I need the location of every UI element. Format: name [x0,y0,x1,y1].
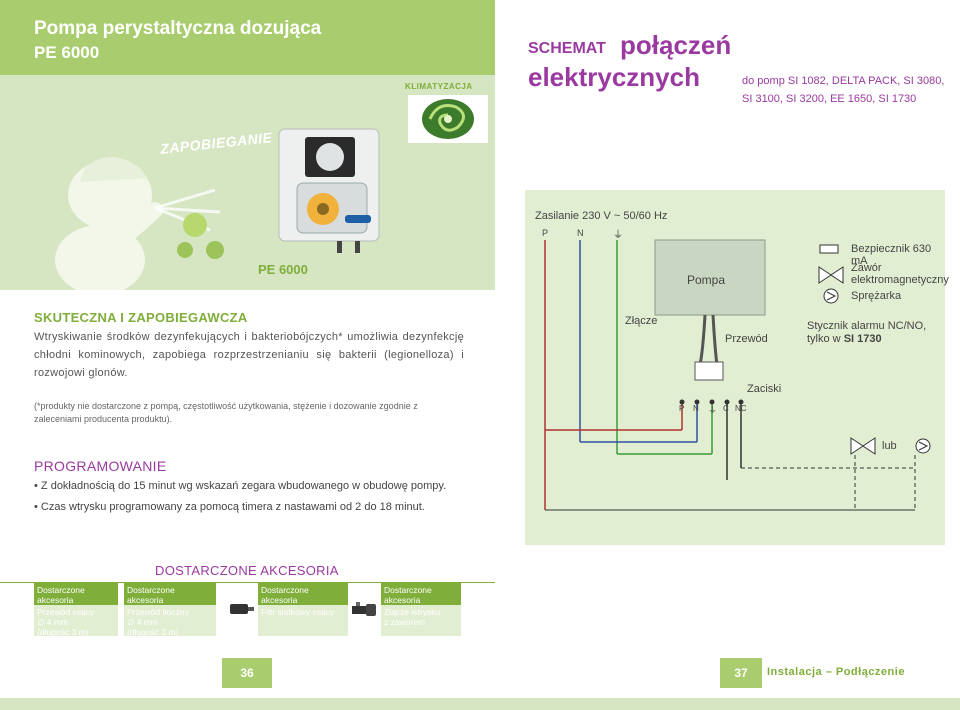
accessory-card: Dostarczone akcesoria Filtr siatkowy ssą… [258,583,348,636]
terminals-label: Zaciski [747,383,782,395]
device-caption: PE 6000 [258,262,308,277]
injector-image [352,602,376,616]
valve-label: Zawór elektromagnetyczny [851,262,949,286]
product-model: PE 6000 [34,43,100,62]
terminal-n: N [577,228,584,238]
supply-label: Zasilanie 230 V ~ 50/60 Hz [535,210,668,222]
programming-title: PROGRAMOWANIE [34,458,167,474]
title-band [0,0,495,75]
footer-section-title: Instalacja – Podłączenie [767,666,905,678]
accessory-head: Dostarczone akcesoria [124,583,216,605]
accessory-head: Dostarczone akcesoria [34,583,118,605]
pump-device-image [278,128,380,253]
accessory-card: Dostarczone akcesoria Przewód tłoczny ∅ … [124,583,216,637]
heading-subtitle: do pomp SI 1082, DELTA PACK, SI 3080, SI… [742,75,945,105]
heading-small: SCHEMAT [528,40,606,57]
swirl-logo-icon [408,95,488,143]
wiring-diagram: Zasilanie 230 V ~ 50/60 Hz P N ⏚ Pompa B… [525,190,949,545]
accessory-head: Dostarczone akcesoria [258,583,348,605]
connector-label: Złącze [625,315,658,327]
term-label-n: N [693,404,699,413]
page-number: 37 [720,658,762,688]
term-label-nc: NC [735,404,747,413]
accessories-title: DOSTARCZONE AKCESORIA [155,563,339,578]
section-title: SKUTECZNA I ZAPOBIEGAWCZA [34,310,248,325]
footnote: (*produkty nie dostarczone z pompą, częs… [34,401,418,424]
category-tag: KLIMATYZACJA [405,82,473,91]
or-label: lub [882,440,897,452]
heading-big: elektrycznych [528,62,700,92]
divider [0,582,495,583]
ground-icon: ⏚ [613,230,623,241]
accessory-card: Dostarczone akcesoria Przewód ssący ∅ 4 … [34,583,118,637]
term-label-p: P [679,404,685,413]
wiring-diagram-drawing [544,239,931,511]
filter-image [230,604,254,614]
bullet-item: • Z dokładnością do 15 minut wg wskazań … [34,480,447,492]
accessory-desc: Przewód ssący ∅ 4 mm (długość 3 m) [37,607,95,637]
alarm-label: Stycznik alarmu NC/NO, tylko w SI 1730 [807,320,927,345]
product-title: Pompa perystaltyczna dozująca [34,18,322,39]
accessory-head: Dostarczone akcesoria [381,583,461,605]
mascot-illustration [55,157,224,290]
pump-label: Pompa [687,273,726,287]
bullet-item: • Czas wtrysku programowany za pomocą ti… [34,501,425,513]
footer-band [0,698,495,710]
cable-label: Przewód [725,333,768,345]
accessory-card: Dostarczone akcesoria Złącze wtrysku z z… [381,583,461,636]
term-label-c: C [723,404,729,413]
accessory-desc: Złącze wtrysku z zaworem [384,607,441,627]
compressor-label: Sprężarka [851,290,902,302]
fuse-label: Bezpiecznik 630 mA [851,243,932,267]
accessory-desc: Filtr siatkowy ssący [261,607,335,617]
terminal-p: P [542,228,549,238]
heading-big: połączeń [620,30,732,60]
description-paragraph: Wtryskiwanie środków dezynfekujących i b… [34,331,464,379]
footer-band [495,698,960,710]
accessory-desc: Przewód tłoczny ∅ 4 mm (długość 3 m) [127,607,189,637]
page-number: 36 [222,658,272,688]
term-ground-icon: ⏚ [708,405,718,415]
